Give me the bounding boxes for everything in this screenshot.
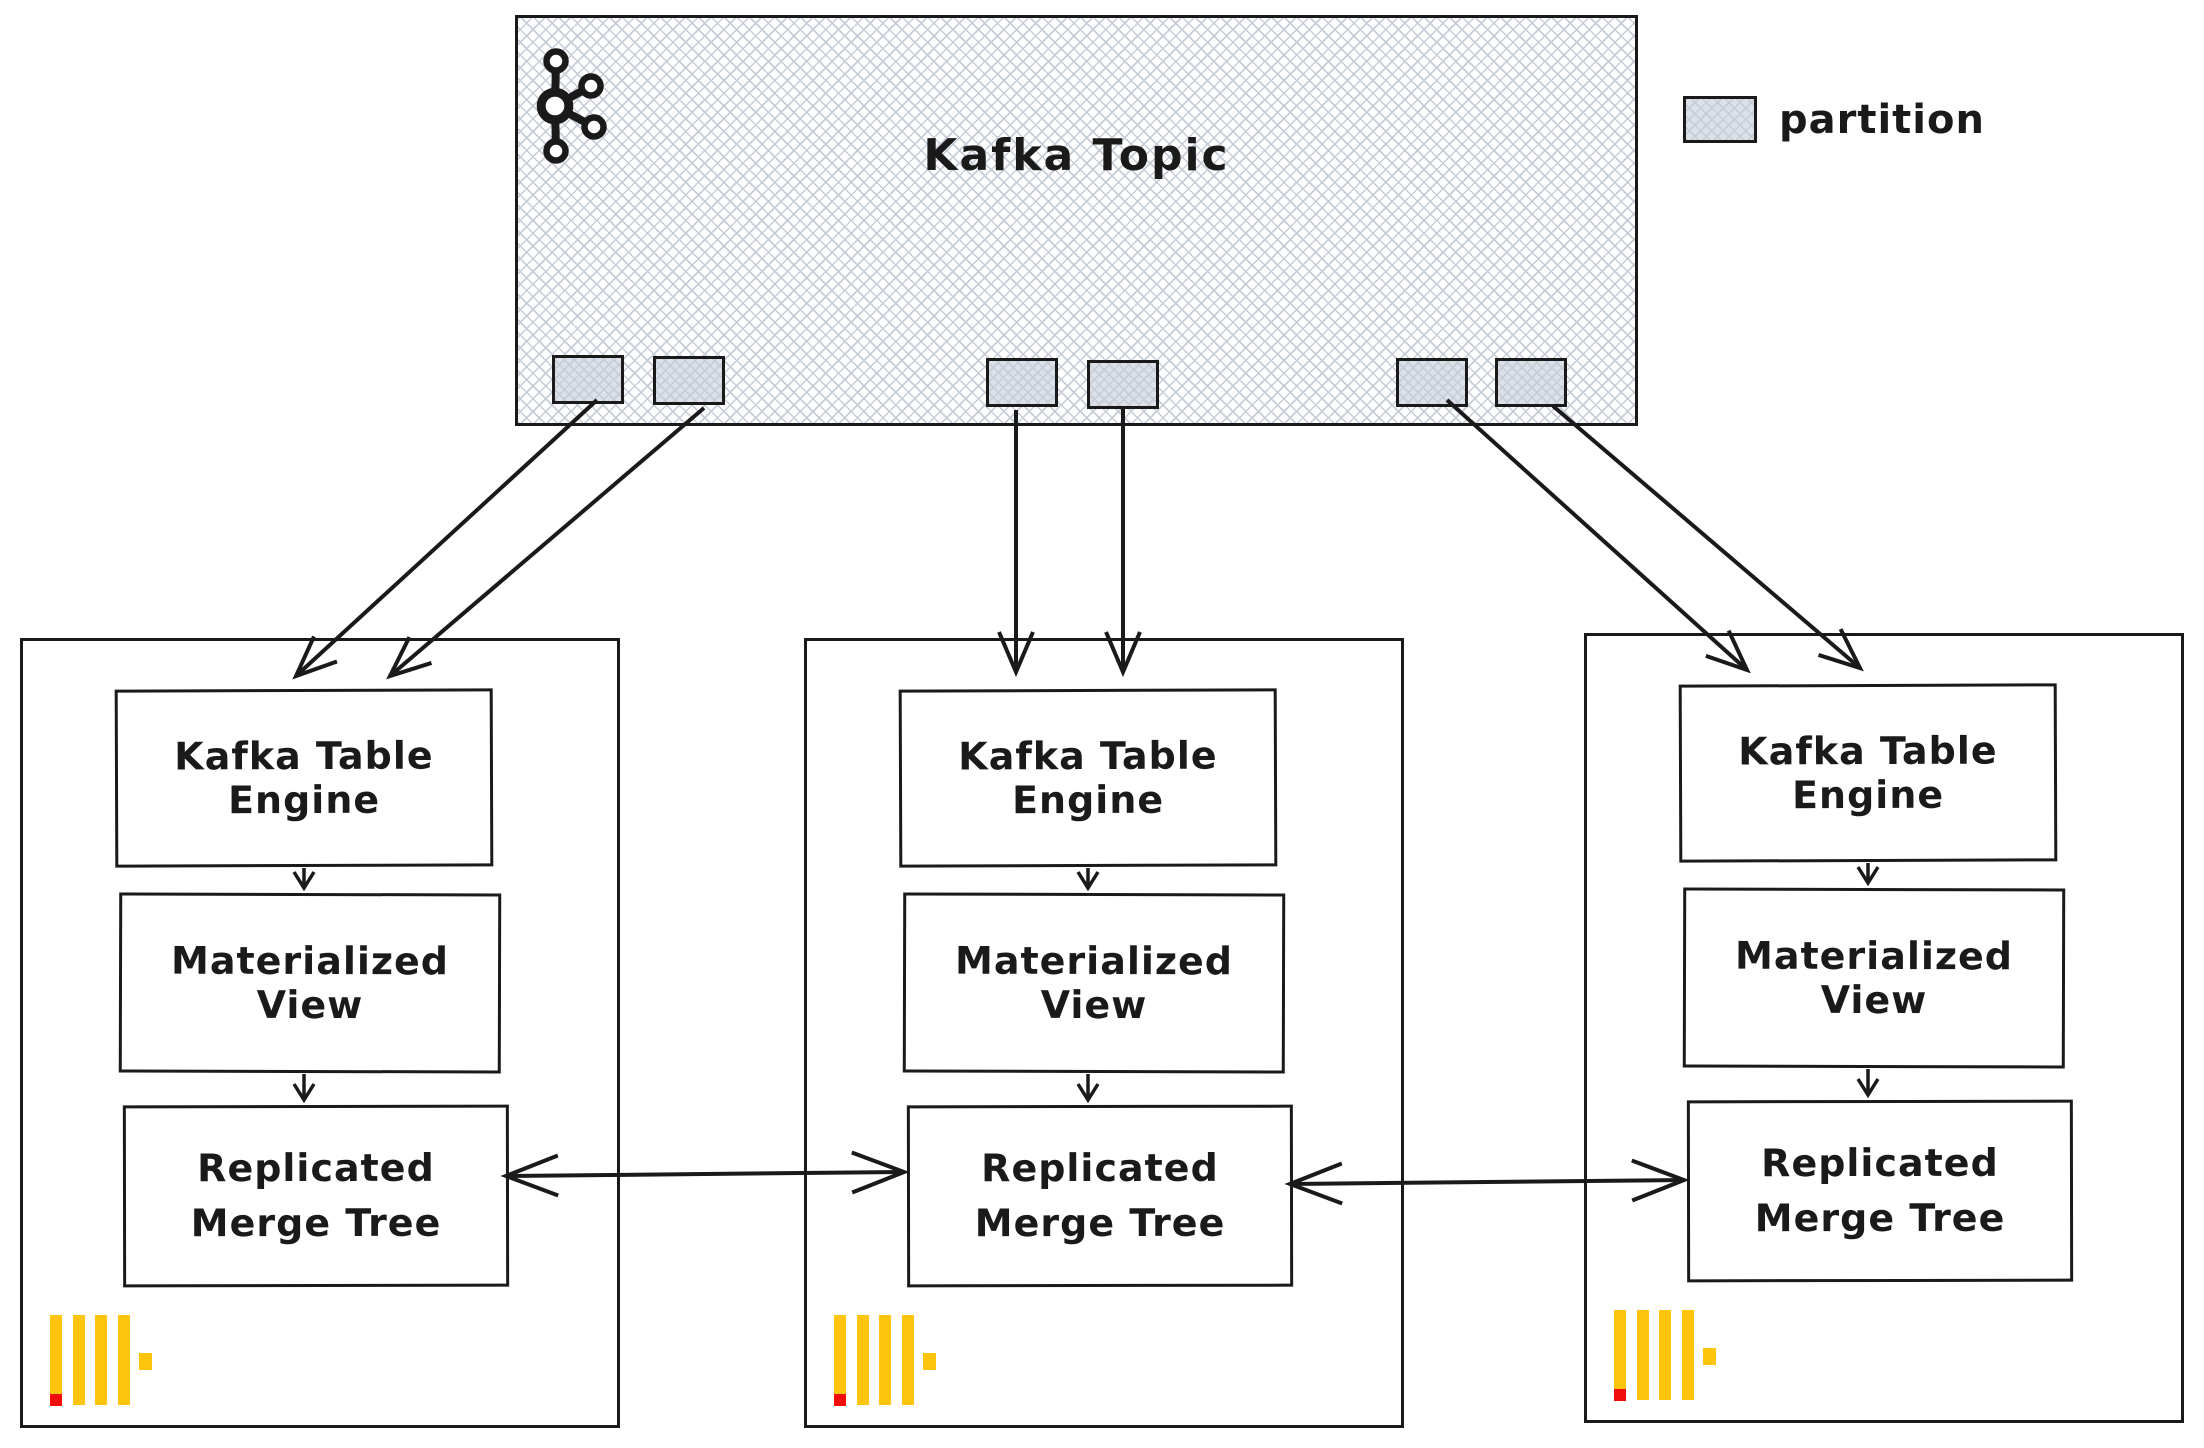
clickhouse-logo (834, 1315, 936, 1406)
partition-arrow-2 (386, 406, 706, 680)
partition-swatch-icon (1683, 96, 1757, 143)
materialized-view-box: Materialized View (118, 892, 502, 1074)
replicated-merge-tree-box: Replicated Merge Tree (122, 1104, 510, 1288)
kafka-table-engine-box: Kafka Table Engine (1678, 683, 2058, 863)
partition-box-5 (1396, 358, 1468, 407)
replicated-merge-tree-label-line2: Merge Tree (974, 1200, 1226, 1246)
kafka-topic-title: Kafka Topic (923, 130, 1230, 181)
clickhouse-node-2: Kafka Table Engine Materialized View Rep… (804, 638, 1404, 1428)
clickhouse-logo (1614, 1310, 1716, 1401)
partition-box-4 (1087, 360, 1159, 409)
partition-box-6 (1495, 358, 1567, 407)
replicated-merge-tree-label-line2: Merge Tree (1754, 1195, 2006, 1241)
clickhouse-node-1: Kafka Table Engine Materialized View Rep… (20, 638, 620, 1428)
replicated-merge-tree-label-line1: Replicated (1761, 1140, 1999, 1186)
kafka-table-engine-label: Kafka Table Engine (174, 733, 434, 823)
partition-arrow-5 (1445, 398, 1751, 674)
replicated-merge-tree-label-line1: Replicated (197, 1145, 435, 1191)
materialized-view-label: Materialized View (1735, 933, 2014, 1023)
materialized-view-box: Materialized View (902, 892, 1286, 1074)
kafka-table-engine-label: Kafka Table Engine (958, 733, 1218, 823)
clickhouse-node-3: Kafka Table Engine Materialized View Rep… (1584, 633, 2184, 1423)
partition-arrow-1 (292, 398, 599, 680)
clickhouse-logo (50, 1315, 152, 1406)
materialized-view-box: Materialized View (1682, 887, 2066, 1069)
partition-legend: partition (1683, 96, 1985, 143)
partition-legend-label: partition (1779, 96, 1985, 143)
materialized-view-label: Materialized View (171, 938, 450, 1028)
replicated-merge-tree-box: Replicated Merge Tree (906, 1104, 1294, 1288)
partition-box-3 (986, 358, 1058, 407)
replicated-merge-tree-label-line2: Merge Tree (190, 1200, 442, 1246)
kafka-topic-box: Kafka Topic (515, 15, 1638, 426)
kafka-table-engine-box: Kafka Table Engine (898, 688, 1278, 868)
partition-box-1 (552, 355, 624, 404)
materialized-view-label: Materialized View (955, 938, 1234, 1028)
kafka-table-engine-label: Kafka Table Engine (1738, 728, 1998, 818)
replicated-merge-tree-label-line1: Replicated (981, 1145, 1219, 1191)
kafka-table-engine-box: Kafka Table Engine (114, 688, 494, 868)
replicated-merge-tree-box: Replicated Merge Tree (1686, 1099, 2074, 1283)
kafka-logo-icon (536, 48, 607, 164)
partition-arrow-6 (1551, 404, 1864, 672)
partition-box-2 (653, 356, 725, 405)
